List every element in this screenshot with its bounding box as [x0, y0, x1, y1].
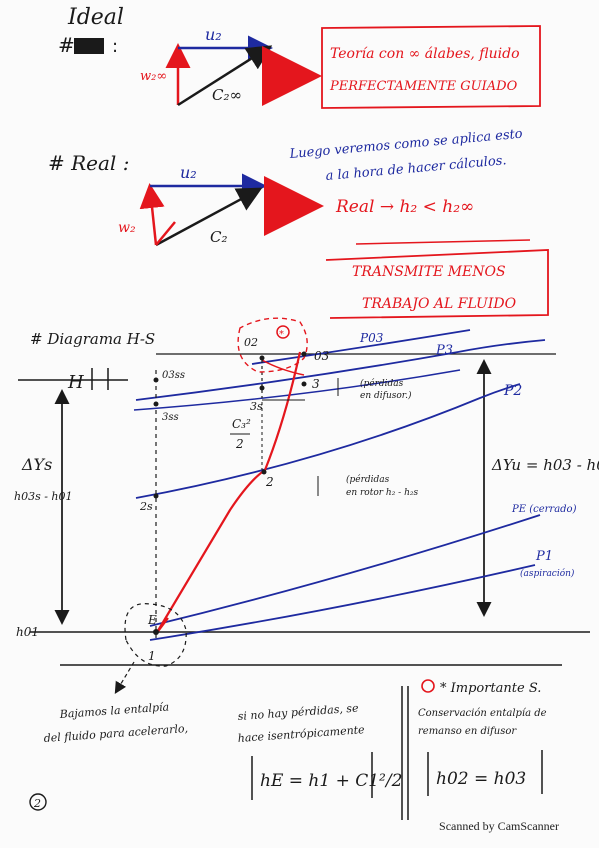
p03-label: P03 [359, 331, 384, 345]
star-marker: * [279, 329, 284, 340]
scribble-mark [74, 38, 104, 54]
loss-diffuser-line2: en difusor.) [360, 390, 412, 401]
point-03ss [153, 377, 159, 383]
note-right-title: * Importante S. [440, 681, 541, 696]
note-left-line2: del fluido para acelerarlo, [43, 722, 188, 745]
isobar-p2 [135, 383, 521, 499]
isobar-p03 [251, 329, 471, 365]
pe-label: PE (cerrado) [511, 504, 577, 515]
ideal-box-line2: PERFECTAMENTE GUIADO [329, 79, 518, 94]
c2-label: C₂ [210, 228, 228, 246]
loss-rotor-line2: en rotor h₂ - h₂s [346, 488, 418, 498]
label-3s: 3s [250, 400, 263, 413]
hs-heading: # Diagrama H-S [30, 330, 155, 348]
note-right-line1: Conservación entalpía de [418, 708, 547, 719]
isobar-pe [149, 514, 541, 627]
isobar-p1 [149, 564, 536, 641]
label-03: 03 [314, 349, 330, 363]
label-e: E [147, 613, 157, 627]
w2-vector [139, 183, 165, 246]
point-3 [301, 381, 307, 387]
p2-label: P2 [503, 383, 522, 399]
axis-h-label: H [67, 372, 84, 393]
page-number: 2 [33, 797, 41, 810]
note-middle-line1: si no hay pérdidas, se [237, 702, 359, 723]
real-relation: Real → h₂ < h₂∞ [335, 197, 474, 217]
bottom-notes: Bajamos la entalpía del fluido para acel… [29, 679, 547, 820]
label-03ss: 03ss [162, 370, 185, 381]
p1-sublabel: (aspiración) [520, 568, 575, 579]
note-left-line1: Bajamos la entalpía [58, 700, 169, 721]
ideal-heading: Ideal [67, 5, 124, 30]
label-02: 02 [244, 336, 258, 349]
note-middle-line2: hace isentrópicamente [237, 723, 365, 745]
point-2s [153, 493, 159, 499]
label-2s: 2s [139, 500, 153, 513]
h01-label: h01 [16, 625, 39, 639]
note-right-line2: remanso en difusor [418, 726, 517, 737]
hs-diagram: # Diagrama H-S H ΔYs h03s - h01 h01 ΔYu … [14, 317, 599, 695]
point-03 [301, 351, 307, 357]
real-box [325, 249, 549, 319]
point-2 [261, 469, 267, 475]
w2-label: w₂ [118, 220, 136, 236]
delta-ys-label: ΔYs [21, 455, 52, 474]
c3-frac-num: C₃² [232, 417, 251, 431]
note-right-formula: h02 = h03 [436, 769, 526, 789]
point-02 [259, 355, 265, 361]
delta-ys-value: h03s - h01 [14, 490, 73, 503]
delta-yu-label: ΔYu = h03 - h01 [491, 456, 599, 474]
point-3ss [153, 401, 159, 407]
ideal-marker: # [58, 33, 75, 57]
real-note-line2: a la hora de hacer cálculos. [325, 153, 507, 184]
c2-vector [155, 187, 263, 247]
label-1: 1 [148, 649, 156, 663]
real-section: # Real : u₂ w₂ C₂ Luego veremos como se … [48, 127, 549, 319]
point-02-bubble [237, 317, 308, 373]
real-box-line2: TRABAJO AL FLUIDO [362, 296, 517, 312]
ideal-box [321, 25, 541, 109]
label-3ss: 3ss [162, 412, 179, 423]
scanner-watermark: Scanned by CamScanner [439, 819, 559, 833]
loss-diffuser-line1: (pérdidas [360, 378, 404, 389]
c2-inf-vector [177, 45, 273, 107]
note-middle-formula: hE = h1 + C1²/2 [260, 771, 402, 791]
ideal-section: Ideal # : u₂ w₂∞ C₂∞ Teoría con ∞ álabes… [58, 5, 541, 109]
svg-text::: : [112, 36, 118, 57]
point-1 [153, 629, 159, 635]
label-3: 3 [312, 377, 320, 391]
isobar-p3 [135, 339, 546, 401]
u2-label: u₂ [205, 25, 222, 44]
real-u2-label: u₂ [180, 163, 197, 182]
process-line [155, 351, 302, 635]
p3-label: P3 [435, 343, 453, 358]
c2-inf-label: C₂∞ [212, 86, 242, 104]
real-heading: # Real : [48, 151, 129, 175]
real-box-line1: TRANSMITE MENOS [352, 264, 506, 280]
loss-rotor-line1: (pérdidas [346, 474, 390, 485]
ideal-box-line1: Teoría con ∞ álabes, fluido [330, 46, 520, 62]
point-3s [259, 385, 265, 391]
label-2: 2 [265, 475, 274, 489]
c3-frac-den: 2 [235, 437, 244, 451]
p1-label: P1 [535, 549, 553, 564]
w2-inf-label: w₂∞ [140, 69, 167, 84]
